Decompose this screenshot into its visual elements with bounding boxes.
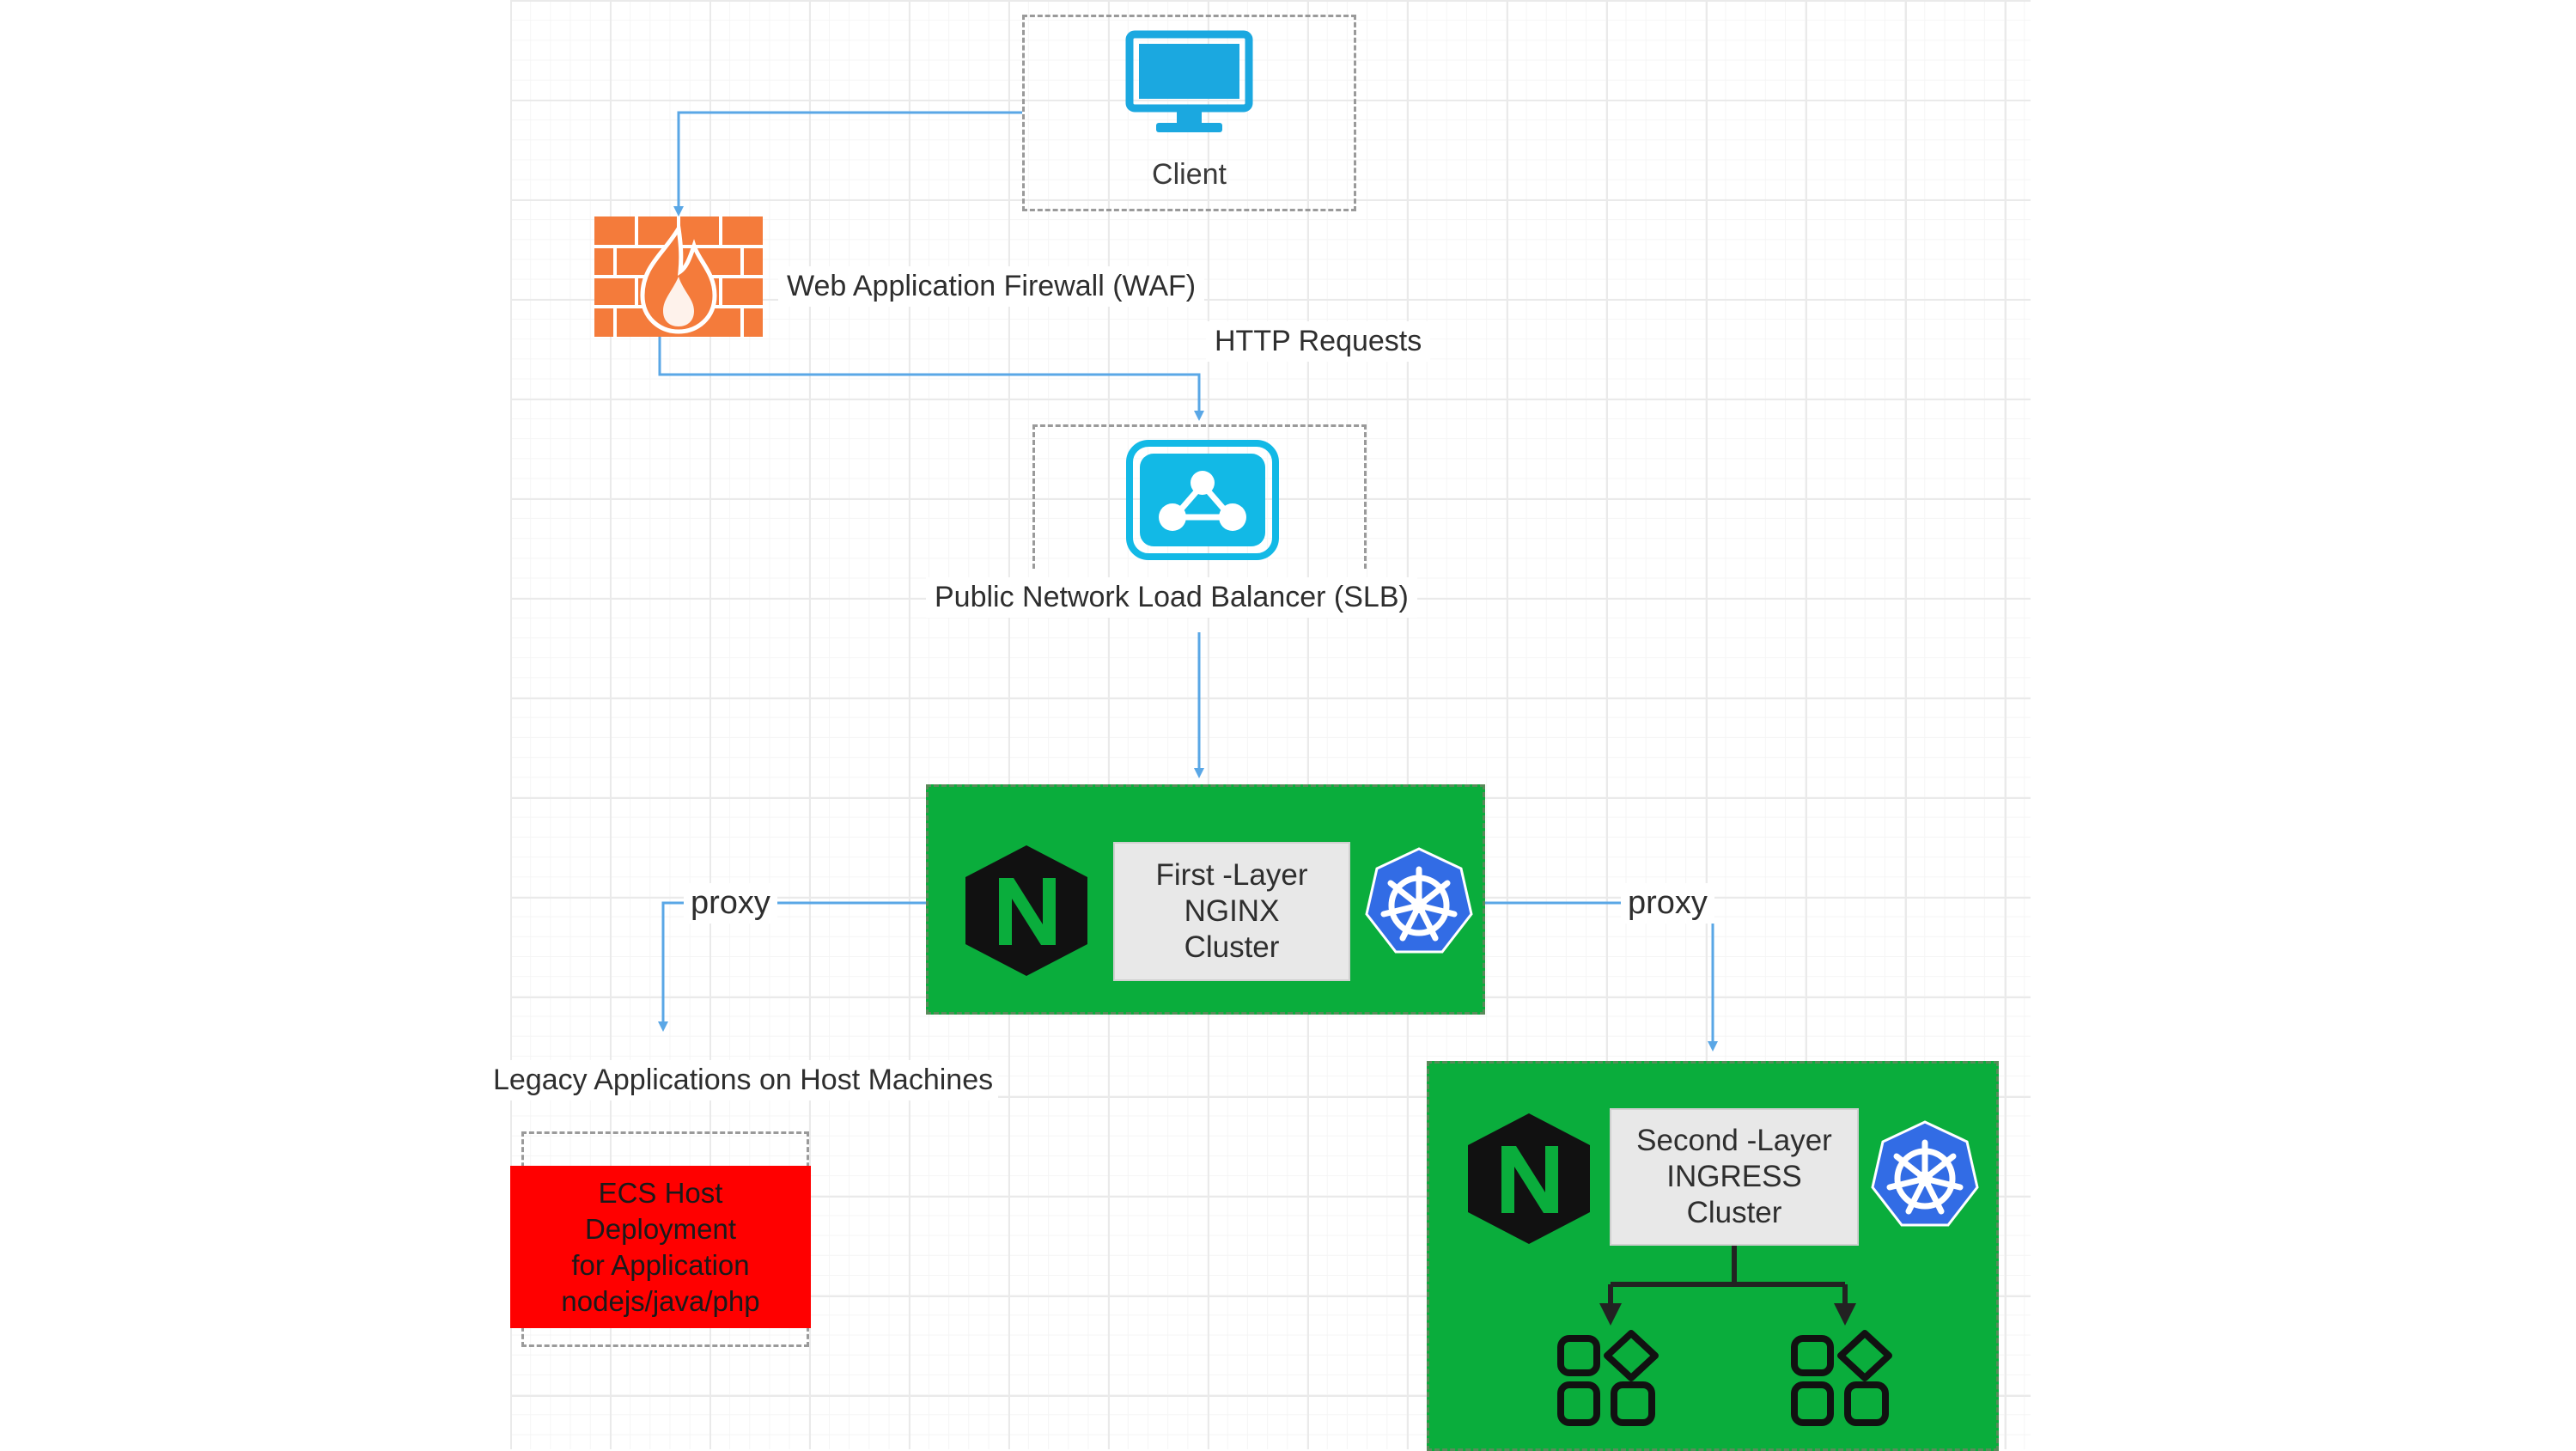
proxy-right-label: proxy — [1621, 883, 1714, 924]
slb-label: Public Network Load Balancer (SLB) — [926, 577, 1417, 618]
first-layer-line-1: First -Layer — [1155, 858, 1308, 892]
kubernetes-icon — [1871, 1119, 1979, 1234]
nginx-icon — [962, 842, 1091, 979]
apps-icon — [1556, 1330, 1664, 1428]
second-layer-line-2: INGRESS — [1666, 1160, 1802, 1193]
client-label: Client — [1152, 158, 1227, 191]
edge-waf-to-slb — [658, 335, 1204, 421]
second-layer-line-3: Cluster — [1686, 1196, 1782, 1229]
legacy-label: Legacy Applications on Host Machines — [488, 1060, 999, 1100]
second-layer-line-1: Second -Layer — [1636, 1124, 1832, 1157]
ecs-line-3: for Application — [571, 1248, 750, 1281]
edge-client-to-waf — [673, 111, 1022, 216]
http-requests-label: HTTP Requests — [1206, 321, 1431, 362]
apps-icon — [1789, 1330, 1897, 1428]
ecs-host-box: ECS Host Deployment for Application node… — [510, 1166, 811, 1328]
ecs-line-2: Deployment — [584, 1212, 737, 1245]
waf-label: Web Application Firewall (WAF) — [778, 266, 1205, 307]
second-layer-box: Second -Layer INGRESS Cluster — [1610, 1108, 1859, 1246]
edge-first-layer-to-legacy — [658, 901, 949, 1032]
first-layer-line-3: Cluster — [1184, 930, 1280, 964]
load-balancer-icon — [1126, 440, 1279, 560]
kubernetes-icon — [1365, 845, 1473, 960]
first-layer-box: First -Layer NGINX Cluster — [1113, 842, 1350, 981]
ecs-line-4: nodejs/java/php — [561, 1284, 760, 1317]
proxy-left-label: proxy — [684, 883, 777, 924]
slb-box — [1032, 424, 1367, 569]
monitor-icon — [1125, 30, 1253, 137]
firewall-icon — [594, 216, 763, 337]
first-layer-line-2: NGINX — [1184, 894, 1280, 928]
ecs-line-1: ECS Host — [598, 1176, 723, 1209]
nginx-icon — [1465, 1110, 1593, 1247]
client-box — [1022, 15, 1356, 211]
